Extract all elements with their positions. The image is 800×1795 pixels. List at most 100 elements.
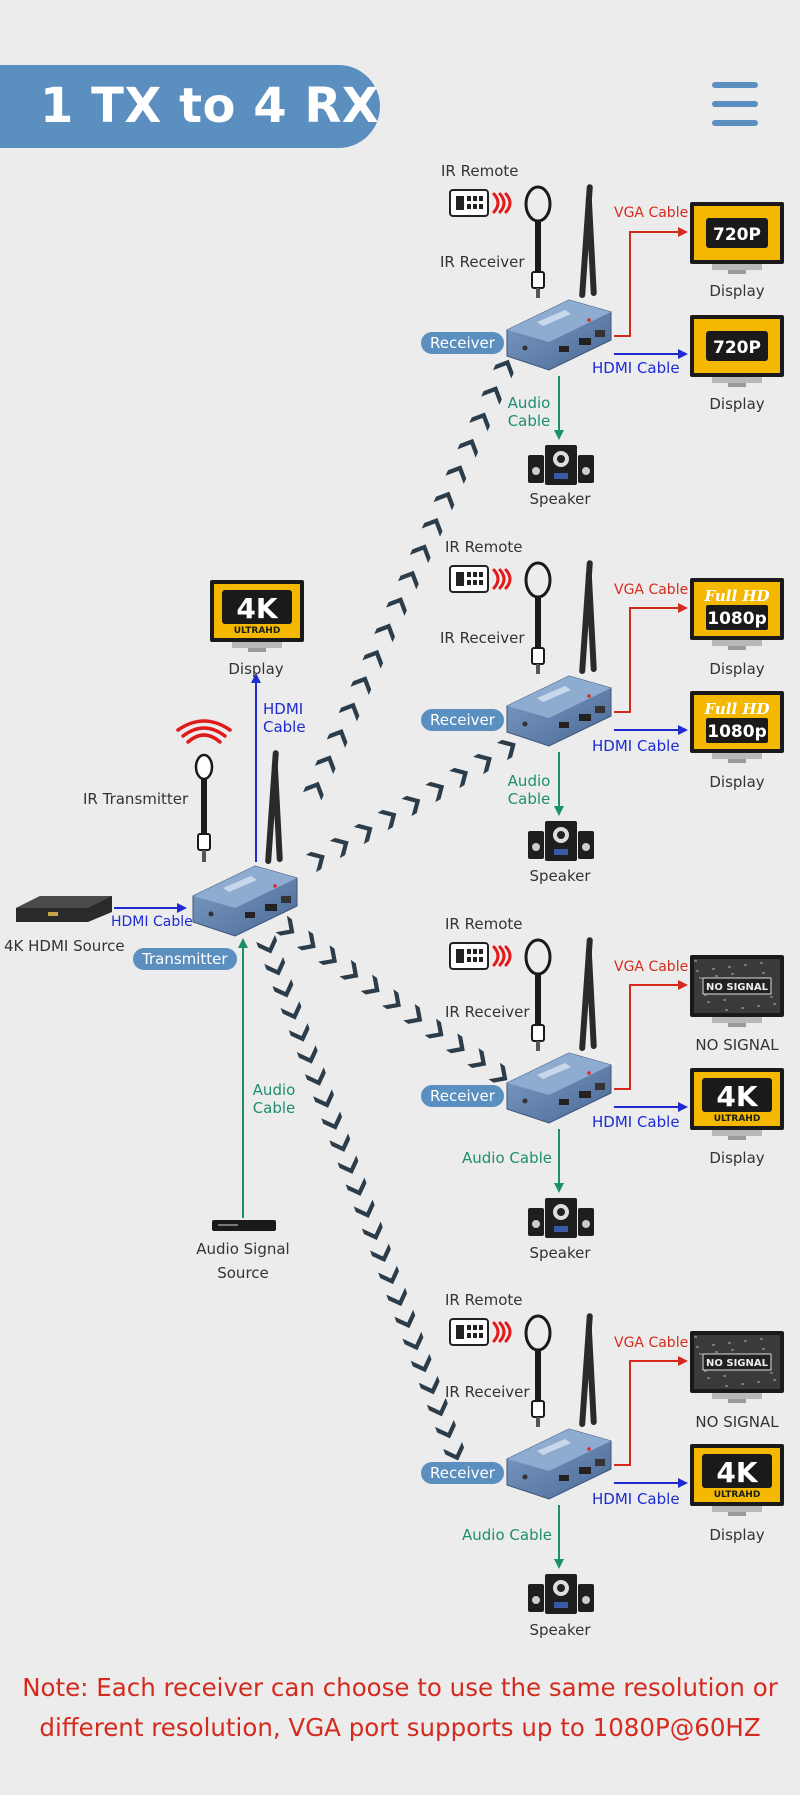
rx2-hdmi-display-label: Display [709, 773, 765, 791]
signal-chevron [370, 1243, 391, 1263]
signal-chevron [303, 781, 324, 801]
no-signal-text: NO SIGNAL [706, 1358, 769, 1369]
signal-chevron [350, 676, 372, 695]
rx1-audio-cable-label: Audio Cable [507, 394, 551, 430]
rx1-receiver-tag: Receiver [421, 332, 504, 354]
rx4-audio-cable-label: Audio Cable [462, 1526, 552, 1544]
signal-chevron [426, 1397, 448, 1417]
hdmi-source-box [16, 896, 112, 922]
audio-signal-source-label: Audio Signal Source [196, 1240, 290, 1282]
signal-chevron [394, 1309, 416, 1329]
rx2-ir-remote-icon [449, 565, 512, 593]
signal-chevron [345, 1177, 367, 1196]
antenna-icon [585, 949, 597, 1050]
rx1-vga-cable-label: VGA Cable [614, 205, 689, 221]
rx1-vga-cable [614, 227, 688, 337]
signal-arrows-rx3 [275, 915, 508, 1083]
rx4-hdmi-display-label: Display [709, 1526, 765, 1544]
signal-chevron [296, 1045, 318, 1064]
signal-chevron [445, 465, 467, 484]
signal-chevron [377, 809, 397, 831]
badge-ultrahd-text: ULTRAHD [714, 1490, 761, 1500]
rx4-ir-remote-icon [449, 1318, 512, 1346]
signal-chevron [280, 1001, 302, 1020]
rx1-receiver-device [506, 184, 612, 371]
signal-chevron [339, 959, 359, 980]
signal-chevron [338, 702, 360, 722]
rx1-hdmi-display-label: Display [709, 395, 765, 413]
rx4-receiver-tag: Receiver [421, 1462, 504, 1484]
signal-chevron [402, 1331, 424, 1351]
rx1-ir-remote-icon [449, 189, 512, 217]
signal-chevron [382, 989, 401, 1010]
rx3-vga-cable [614, 980, 688, 1090]
signal-chevron [337, 1155, 359, 1174]
badge-fullhd-text: Full HD [703, 587, 769, 605]
rx3-receiver-device [506, 937, 612, 1124]
signal-arrows-rx1 [303, 359, 514, 801]
hamburger-menu-icon[interactable] [712, 82, 758, 134]
rx1-ir-receiver-label: IR Receiver [440, 253, 525, 271]
rx3-ir-receiver-icon [524, 938, 552, 1051]
signal-chevron [443, 1441, 465, 1461]
signal-chevron [362, 649, 384, 669]
signal-chevron [296, 930, 316, 951]
resolution-note: Note: Each receiver can choose to use th… [0, 1668, 800, 1748]
signal-chevron [318, 945, 338, 966]
badge-ultrahd-text: ULTRAHD [714, 1114, 761, 1124]
rx3-receiver-tag: Receiver [421, 1085, 504, 1107]
signal-chevron [314, 755, 336, 775]
rx1-hdmi-display: 720P [690, 315, 784, 387]
signal-chevron [272, 979, 294, 998]
ir-transmitter-icon [176, 719, 232, 862]
signal-chevron [378, 1265, 399, 1285]
rx2-vga-cable [614, 603, 688, 713]
rx1-speaker-icon [528, 445, 594, 485]
rx2-receiver-tag: Receiver [421, 709, 504, 731]
signal-chevron [410, 1353, 432, 1373]
source-hdmi-cable-label: HDMI Cable [111, 914, 193, 930]
signal-chevron [433, 491, 455, 511]
transmitter-tag: Transmitter [133, 948, 237, 970]
antenna-icon [585, 572, 597, 673]
badge-1080p-text: 1080p [707, 722, 766, 742]
signal-chevron [361, 1221, 383, 1241]
rx4-ir-receiver-icon [524, 1314, 552, 1427]
rx1-vga-display: 720P [690, 202, 784, 274]
badge-720p-text: 720P [713, 338, 761, 358]
rx4-vga-cable [614, 1356, 688, 1466]
signal-chevron [401, 795, 421, 817]
rx2-receiver-device [506, 560, 612, 747]
rx2-audio-cable-label: Audio Cable [507, 772, 551, 808]
signal-chevron [418, 1375, 440, 1395]
signal-chevron [360, 974, 380, 995]
tx-audio-cable-label: Audio Cable [252, 1081, 296, 1117]
signal-chevron [321, 1111, 343, 1130]
rx3-vga-display: NO SIGNAL [690, 955, 784, 1027]
signal-chevron [449, 767, 469, 789]
signal-chevron [488, 1062, 508, 1083]
rx4-ir-remote-label: IR Remote [445, 1291, 523, 1309]
signal-chevron [496, 739, 516, 761]
rx2-hdmi-cable-label: HDMI Cable [592, 737, 680, 755]
title-banner [0, 65, 380, 148]
signal-chevron [353, 823, 373, 845]
rx1-vga-display-label: Display [709, 282, 765, 300]
rx2-ir-remote-label: IR Remote [445, 538, 523, 556]
rx4-vga-display: NO SIGNAL [690, 1331, 784, 1403]
rx3-speaker-icon [528, 1198, 594, 1238]
rx1-hdmi-cable-label: HDMI Cable [592, 359, 680, 377]
rx4-ir-receiver-label: IR Receiver [445, 1383, 530, 1401]
rx2-speaker-label: Speaker [529, 867, 591, 885]
signal-chevron [304, 1067, 326, 1086]
rx3-ir-remote-icon [449, 942, 512, 970]
rx4-receiver-device [506, 1313, 612, 1500]
note-line-2: different resolution, VGA port supports … [39, 1713, 761, 1742]
rx2-vga-cable-label: VGA Cable [614, 582, 689, 598]
signal-chevron [493, 359, 514, 379]
signal-arrows-rx2 [305, 739, 516, 873]
rx2-speaker-icon [528, 821, 594, 861]
